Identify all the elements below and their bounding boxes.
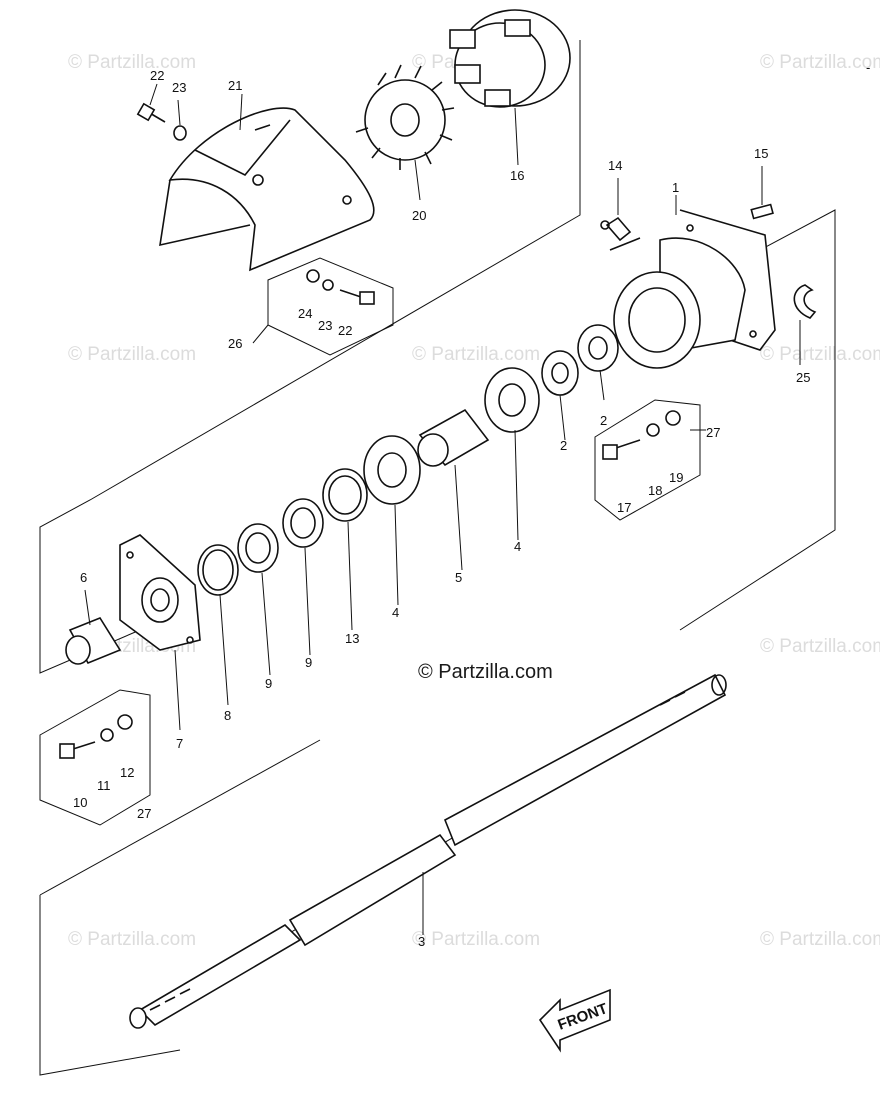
hardware-group-27	[594, 399, 701, 521]
callout-7: 7	[176, 736, 183, 751]
part-23-washer	[173, 125, 187, 141]
callout-27: 27	[706, 425, 720, 440]
callout-12: 12	[120, 765, 134, 780]
callout-10: 10	[73, 795, 87, 810]
callout-25: 25	[796, 370, 810, 385]
corner-mark: -	[866, 60, 870, 75]
part-3-drive-shaft	[129, 673, 727, 1029]
callout-labels: 22 23 21 20 16 14 15 1 25 2 2 27 19 18 1…	[73, 68, 810, 949]
part-4-bearing	[363, 435, 421, 505]
callout-23: 23	[172, 80, 186, 95]
callout-8: 8	[224, 708, 231, 723]
part-5-sleeve	[417, 408, 490, 467]
part-14-grease-fitting	[600, 216, 632, 242]
watermark: © Partzilla.com	[68, 344, 196, 365]
watermark: © Partzilla.com	[760, 636, 880, 657]
watermark: © Partzilla.com	[760, 52, 880, 73]
part-20-coupler	[355, 64, 455, 170]
part-22-bolt	[136, 102, 166, 123]
leader-lines	[84, 83, 801, 935]
callout-17: 17	[617, 500, 631, 515]
callout-14: 14	[608, 158, 622, 173]
callout-18: 18	[648, 483, 662, 498]
part-13-seal	[322, 468, 368, 522]
callout-19: 19	[669, 470, 683, 485]
callout-16: 16	[510, 168, 524, 183]
watermark: © Partzilla.com	[760, 929, 880, 950]
part-25-clip	[793, 284, 817, 319]
part-9-spacer	[282, 498, 324, 548]
part-4-bearing	[484, 367, 540, 433]
callout-22: 22	[338, 323, 352, 338]
callout-3: 3	[418, 934, 425, 949]
callout-13: 13	[345, 631, 359, 646]
part-21-cover	[159, 107, 375, 272]
watermark: © Partzilla.com	[68, 929, 196, 950]
callout-23: 23	[318, 318, 332, 333]
part-9-spacer	[237, 523, 279, 573]
part-6-bushing	[65, 617, 122, 665]
part-2-bearing	[541, 350, 579, 396]
callout-4: 4	[392, 605, 399, 620]
callout-2: 2	[560, 438, 567, 453]
part-1-housing	[609, 209, 776, 369]
hardware-group-27	[39, 689, 151, 826]
part-15-pin	[750, 203, 774, 220]
callout-6: 6	[80, 570, 87, 585]
part-7-bearing-housing	[119, 534, 201, 651]
front-arrow: FRONT	[538, 988, 611, 1053]
callout-15: 15	[754, 146, 768, 161]
hardware-group-26	[267, 257, 394, 356]
part-8-o-ring	[197, 544, 239, 596]
callout-11: 11	[97, 778, 111, 793]
part-16-hub	[449, 9, 571, 108]
watermark: © Partzilla.com	[412, 344, 540, 365]
callout-4: 4	[514, 539, 521, 554]
callout-24: 24	[298, 306, 312, 321]
watermark: © Partzilla.com	[760, 344, 880, 365]
callout-9: 9	[305, 655, 312, 670]
watermark: © Partzilla.com	[412, 929, 540, 950]
callout-9: 9	[265, 676, 272, 691]
callout-27: 27	[137, 806, 151, 821]
part-2-bearing	[577, 324, 619, 372]
partzilla-credit: © Partzilla.com	[418, 661, 553, 683]
callout-21: 21	[228, 78, 242, 93]
watermark: © Partzilla.com	[68, 52, 196, 73]
callout-22: 22	[150, 68, 164, 83]
callout-2: 2	[600, 413, 607, 428]
callout-26: 26	[228, 336, 242, 351]
callout-1: 1	[672, 180, 679, 195]
callout-5: 5	[455, 570, 462, 585]
callout-20: 20	[412, 208, 426, 223]
